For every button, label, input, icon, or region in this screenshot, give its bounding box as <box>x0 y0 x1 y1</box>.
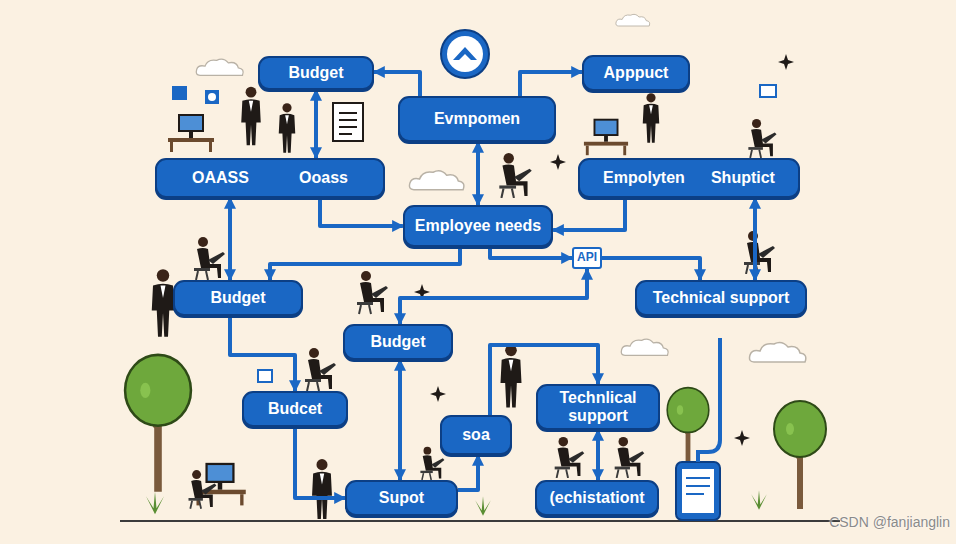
box-text: Budget <box>370 333 425 351</box>
process-box: (echistationt <box>535 480 659 516</box>
process-box: Apppuct <box>582 55 690 91</box>
connector-arrow <box>553 198 625 230</box>
api-tag: API <box>572 247 602 269</box>
box-text: Supot <box>379 489 424 507</box>
connector-arrow <box>602 258 700 280</box>
box-text: Technlical support <box>548 389 648 424</box>
process-box: soa <box>440 415 512 455</box>
connector-arrow <box>230 316 295 391</box>
box-text: Evmpomen <box>434 110 520 128</box>
box-text: (echistationt <box>549 489 644 507</box>
box-text: Technical support <box>653 289 790 307</box>
box-text: Apppuct <box>604 64 669 82</box>
connector-arrow <box>753 198 757 280</box>
connector-arrow <box>295 427 345 498</box>
box-text: OAASS <box>192 169 249 187</box>
watermark: CSDN @fanjianglin <box>829 514 950 530</box>
box-text: Employee needs <box>415 217 541 235</box>
connector-arrow <box>596 430 600 480</box>
box-text: Empolyten <box>603 169 685 187</box>
process-box: Supot <box>345 480 458 516</box>
box-text: Budget <box>288 64 343 82</box>
connector-arrow <box>398 360 402 480</box>
connector-arrow <box>476 142 480 205</box>
process-box: Technlical support <box>536 384 660 430</box>
process-box: Evmpomen <box>398 96 556 142</box>
connector-arrow <box>520 72 582 96</box>
connector-arrow <box>490 247 572 258</box>
connector-arrow <box>314 90 318 158</box>
process-box: Empolyten Shuptict <box>578 158 800 198</box>
process-box: Budget <box>258 56 374 90</box>
process-box: Budget <box>343 324 453 360</box>
box-text: Budcet <box>268 400 322 418</box>
connector-arrow <box>228 198 232 280</box>
process-box: OAASS Ooass <box>155 158 385 198</box>
box-text: Budget <box>210 289 265 307</box>
process-box: Employee needs <box>403 205 553 247</box>
process-box: Technical support <box>635 280 807 316</box>
connector-arrow <box>374 72 420 96</box>
process-box: Budcet <box>242 391 348 427</box>
box-text: API <box>577 251 597 264</box>
connector-arrow <box>320 198 403 226</box>
process-box: Budget <box>173 280 303 316</box>
box-text: soa <box>462 426 490 444</box>
connector-arrow <box>458 455 478 490</box>
box-text: Ooass <box>299 169 348 187</box>
connector-arrow <box>400 269 587 324</box>
box-text: Shuptict <box>711 169 775 187</box>
connector-arrow <box>270 247 460 280</box>
